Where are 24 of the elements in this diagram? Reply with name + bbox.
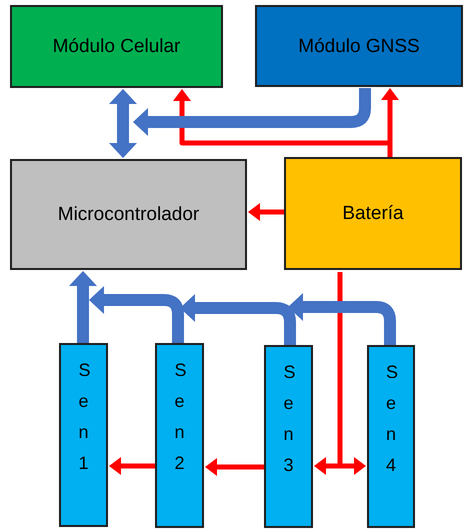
box-label: Módulo GNSS	[297, 34, 421, 58]
module-box	[284, 157, 462, 270]
box-label: Batería	[341, 202, 405, 226]
sensor-box	[264, 345, 313, 528]
sensor-label: Sen 2	[174, 359, 184, 475]
sensor-box	[155, 343, 204, 528]
sensor-label: Sen 3	[284, 361, 294, 477]
power-arrow	[205, 458, 264, 476]
sensor-box	[59, 343, 108, 527]
module-box	[255, 5, 463, 87]
box-label: Módulo Celular	[52, 35, 182, 59]
data-arrow	[180, 294, 296, 345]
power-arrow	[109, 457, 155, 475]
data-arrow	[89, 286, 184, 343]
sensor-label: Sen 1	[78, 359, 88, 475]
sensor-box	[367, 345, 415, 528]
data-arrow	[133, 88, 371, 136]
data-arrow	[109, 89, 137, 158]
data-arrow	[69, 271, 97, 343]
module-box	[10, 5, 223, 88]
module-box	[10, 159, 247, 270]
box-label: Microcontrolador	[56, 203, 200, 227]
sensor-label: Sen 4	[386, 361, 396, 477]
power-arrow	[248, 203, 284, 221]
